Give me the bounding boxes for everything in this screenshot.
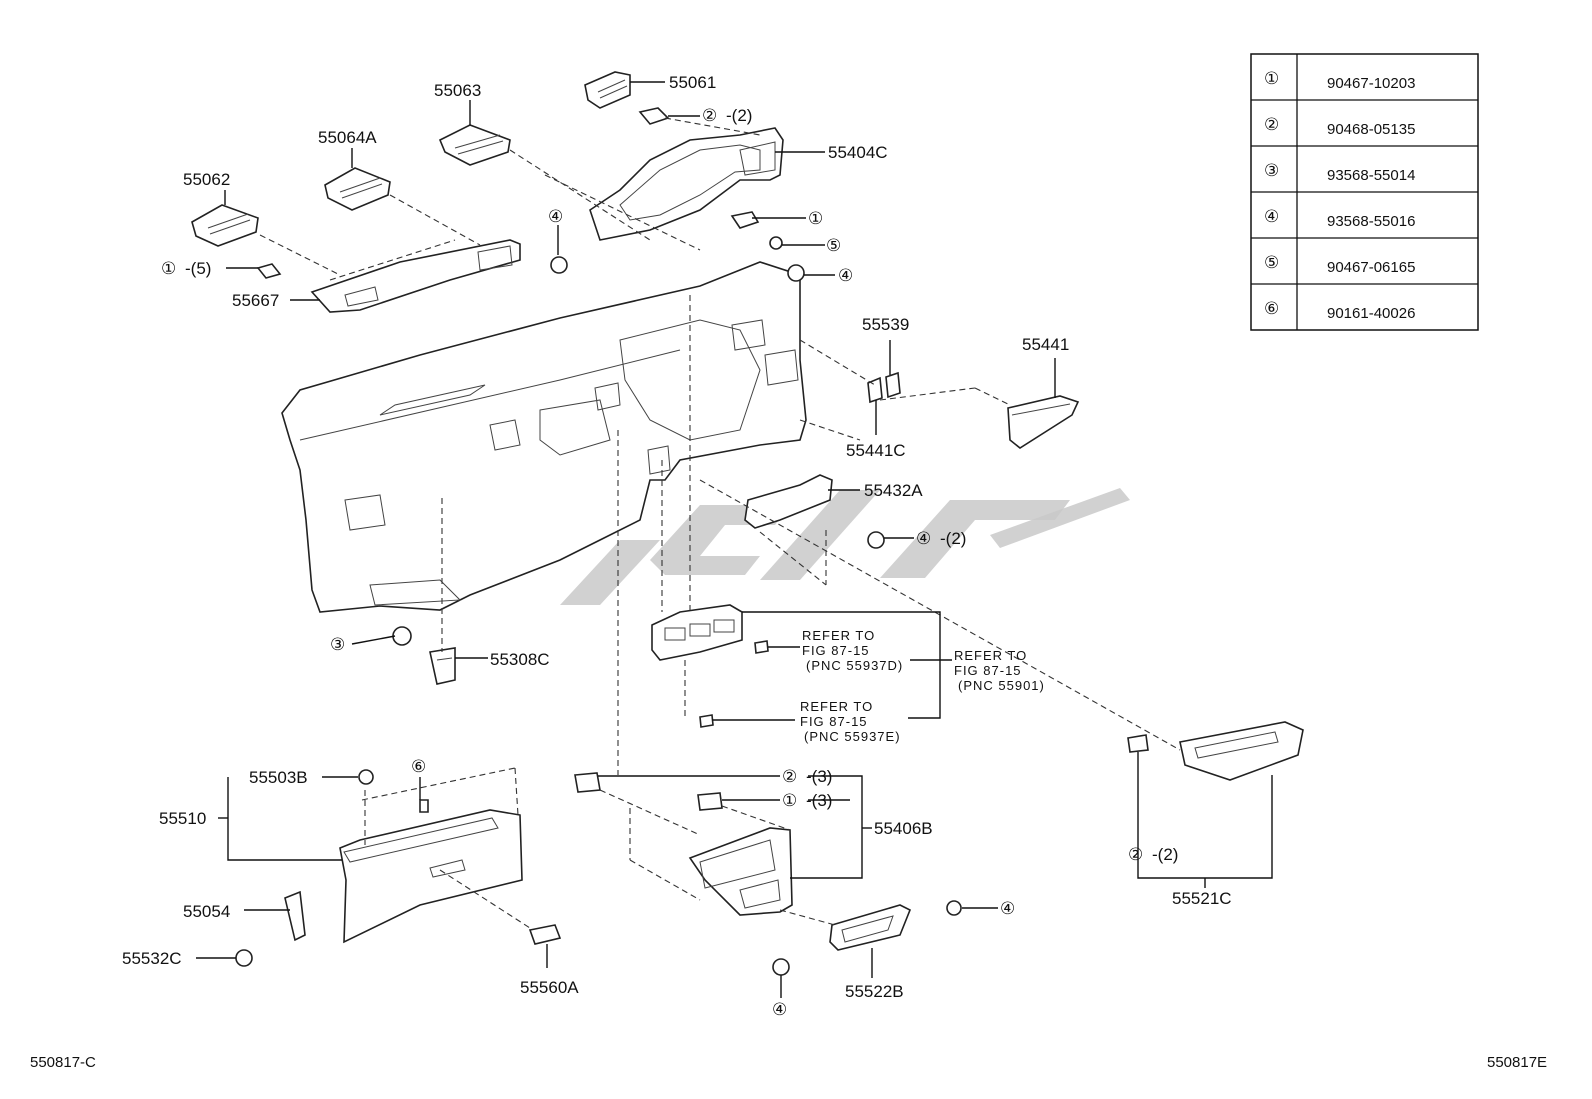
refer-b-line3: (PNC 55901) xyxy=(958,678,1045,693)
ashtray-55522B xyxy=(829,904,912,951)
legend-mark-5: ⑤ xyxy=(1264,253,1279,272)
lower-panel-55432A xyxy=(744,474,833,529)
label-55539: 55539 xyxy=(862,315,909,334)
center-panel-55406B xyxy=(688,827,793,916)
legend-mark-6: ⑥ xyxy=(1264,299,1279,318)
bracket-55308C xyxy=(429,647,456,685)
label-55532C: 55532C xyxy=(122,949,182,968)
register-55061 xyxy=(584,71,631,109)
callout-4-lower: ④ xyxy=(916,529,931,548)
callout-6-glovebox: ⑥ xyxy=(411,757,426,776)
legend-mark-4: ④ xyxy=(1264,207,1279,226)
legend-part-5: 90467-06165 xyxy=(1327,259,1415,276)
callout-4-lower-qty: -(2) xyxy=(940,529,966,548)
label-55521C: 55521C xyxy=(1172,889,1232,908)
refer-a-line1: REFER TO xyxy=(802,628,875,643)
callout-1-center: ① xyxy=(782,791,797,810)
instrument-panel xyxy=(281,261,807,613)
latch-55560A xyxy=(528,924,562,945)
callout-4-panel: ④ xyxy=(548,207,563,226)
watermark-logo xyxy=(455,485,1130,605)
refer-c-line3: (PNC 55937E) xyxy=(804,729,901,744)
label-55064A: 55064A xyxy=(318,128,377,147)
heater-control xyxy=(651,604,743,661)
callout-2-clip-top: ② xyxy=(702,106,717,125)
callouts: ② -(2) ① ⑤ ④ ④ ① -(5) ④ -(2) ③ ⑥ ② -(3) … xyxy=(161,106,1178,1019)
glove-box-55510 xyxy=(339,809,523,944)
label-55560A: 55560A xyxy=(520,978,579,997)
register-55063 xyxy=(438,124,511,166)
label-55404C: 55404C xyxy=(828,143,888,162)
refer-a-line2: FIG 87-15 xyxy=(802,643,870,658)
label-55406B: 55406B xyxy=(874,819,933,838)
label-55054: 55054 xyxy=(183,902,230,921)
label-55308C: 55308C xyxy=(490,650,550,669)
legend-part-6: 90161-40026 xyxy=(1327,305,1415,322)
callout-2-box-qty: -(2) xyxy=(1152,845,1178,864)
legend-mark-2: ② xyxy=(1264,115,1279,134)
legend-part-3: 93568-55014 xyxy=(1327,167,1415,184)
legend-table: ① 90467-10203 ② 90468-05135 ③ 93568-5501… xyxy=(1250,53,1479,331)
label-55667: 55667 xyxy=(232,291,279,310)
box-55521C xyxy=(1179,721,1304,781)
callout-5-cluster: ⑤ xyxy=(826,236,841,255)
callout-4-ashtray-right: ④ xyxy=(1000,899,1015,918)
refer-c-line2: FIG 87-15 xyxy=(800,714,868,729)
label-55061: 55061 xyxy=(669,73,716,92)
label-55503B: 55503B xyxy=(249,768,308,787)
switch-55539 xyxy=(867,371,901,404)
legend-mark-1: ① xyxy=(1264,69,1279,88)
callout-2-center: ② xyxy=(782,767,797,786)
refer-notes: REFER TO FIG 87-15 (PNC 55937D) REFER TO… xyxy=(800,628,1045,744)
label-55063: 55063 xyxy=(434,81,481,100)
callout-2-clip-top-qty: -(2) xyxy=(726,106,752,125)
refer-c-line1: REFER TO xyxy=(800,699,873,714)
legend-mark-3: ③ xyxy=(1264,161,1279,180)
label-55510: 55510 xyxy=(159,809,206,828)
callout-2-center-qty: -(3) xyxy=(806,767,832,786)
callout-3-bracket: ③ xyxy=(330,635,345,654)
callout-1-side-qty: -(5) xyxy=(185,259,211,278)
label-55522B: 55522B xyxy=(845,982,904,1001)
part-labels: 55061 55063 55064A 55062 55404C 55667 55… xyxy=(122,73,1232,1001)
leader-lines xyxy=(196,81,1273,998)
label-55441C: 55441C xyxy=(846,441,906,460)
refer-b-line1: REFER TO xyxy=(954,648,1027,663)
label-55062: 55062 xyxy=(183,170,230,189)
label-55432A: 55432A xyxy=(864,481,923,500)
callout-4-cluster: ④ xyxy=(838,266,853,285)
register-panel-55667 xyxy=(310,239,521,313)
footer-left-code: 550817-C xyxy=(30,1054,96,1071)
callout-1-side: ① xyxy=(161,259,176,278)
callout-2-box: ② xyxy=(1128,845,1143,864)
cluster-panel-55404C xyxy=(589,127,784,241)
register-55062 xyxy=(191,204,259,247)
box-55441 xyxy=(1007,395,1080,449)
clips xyxy=(235,107,1149,976)
label-55441: 55441 xyxy=(1022,335,1069,354)
legend-part-1: 90467-10203 xyxy=(1327,75,1415,92)
damper-55054 xyxy=(284,890,306,942)
legend-part-4: 93568-55016 xyxy=(1327,213,1415,230)
refer-b-line2: FIG 87-15 xyxy=(954,663,1022,678)
legend-part-2: 90468-05135 xyxy=(1327,121,1415,138)
callout-4-ashtray-left: ④ xyxy=(772,1000,787,1019)
callout-1-center-qty: -(3) xyxy=(806,791,832,810)
register-55064A xyxy=(324,167,391,211)
footer-right-code: 550817E xyxy=(1487,1054,1547,1071)
callout-1-cluster: ① xyxy=(808,209,823,228)
refer-a-line3: (PNC 55937D) xyxy=(806,658,903,673)
